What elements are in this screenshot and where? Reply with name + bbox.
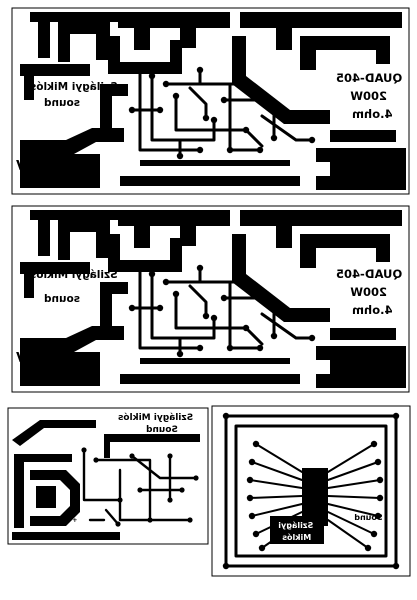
board-a-ground-mark: ⊥ [84,174,93,185]
board-a-trace-top-bus [118,12,230,50]
board-c-pad-block [36,486,56,508]
board-b-trace-left-pad [100,282,128,328]
board-d-credit-line2: Miklós [282,532,311,542]
board-b-model-line1: QUAD-405 [336,267,402,281]
board-c-trace-bottom [12,532,120,540]
board-a-trace-finger-1 [58,22,110,62]
board-b: Szilágyi Miklós sound QUAD-405 200W 4.oh… [11,205,410,393]
board-b-credit-line1: Szilágyi Miklós [30,269,118,281]
board-a-signal-traces [130,68,314,158]
board-a-rail-neg: -60V [346,175,378,189]
board-a-rail-pos: +60V [16,159,55,174]
board-a-component-pads [128,66,316,160]
board-d: Szilágyi Miklós Sound [211,405,411,577]
board-b-net-mark: 8E [334,379,342,386]
board-d-fanout-traces [249,443,381,549]
board-a-model-line3: 4.ohm [352,107,392,121]
board-b-outline [11,205,410,393]
board-b-trace-top-bus [118,210,230,248]
board-a: Szilágyi Miklós sound QUAD-405 200W 4.oh… [11,7,410,195]
board-d-component-pads [222,412,400,570]
board-b-trace-finger-1 [58,220,110,260]
board-c-trace-upper [104,434,200,458]
board-b-trace-top-right [240,210,402,248]
board-c-signal-traces [82,448,198,526]
board-b-model-line3: 4.ohm [352,303,392,317]
board-b-trace-bottom-2 [140,358,290,364]
board-a-trace-left-pad [100,84,128,130]
board-a-plane-pos [20,128,124,188]
board-c-trace-top [12,420,96,446]
board-b-component-pads [128,264,316,358]
board-b-credit-line2: sound [44,293,80,305]
board-b-model-line2: 200W [350,285,387,299]
board-c: Szilágyi Miklós Sound ⊥ + 8E [7,407,209,545]
board-a-trace-right-finger [300,36,390,70]
board-a-credit-line1: Szilágyi Miklós [30,81,118,93]
board-c-trace-left [14,454,72,528]
board-a-trace-diagonal [232,36,330,124]
board-a-trace-left-rail [20,64,90,100]
board-b-plane-neg [316,346,406,388]
board-a-model-line1: QUAD-405 [336,71,402,85]
board-b-trace-neg-tap [330,328,396,340]
board-a-trace-neg-tap [330,130,396,142]
board-c-net-mark: + 8E [62,517,77,524]
board-c-ground-mark: ⊥ [20,432,29,443]
board-b-plane-pos [20,326,124,386]
board-a-trace-bottom-bus [120,176,300,186]
board-b-trace-right-finger [300,234,390,268]
board-b-trace-bottom-bus [120,374,300,384]
board-a-model-line2: 200W [350,89,387,103]
board-c-credit-line2: Sound [146,425,178,435]
board-a-credit-line2: sound [44,97,80,109]
board-a-trace-finger-2 [108,36,182,74]
board-d-tag: Sound [354,513,383,522]
board-c-component-pads [81,447,199,527]
board-c-plane-c [30,470,80,526]
board-b-trace-left-rail [20,262,90,298]
board-a-plane-neg [316,148,406,190]
board-b-rail-pos: +60V [16,351,55,366]
board-a-trace-bottom-2 [140,160,290,166]
board-b-trace-diagonal [232,234,330,322]
board-b-trace-finger-2 [108,234,182,272]
board-d-outline [211,405,411,577]
board-d-label-field [270,516,324,544]
board-a-net-mark: 8E [334,183,342,190]
board-a-outline [11,7,410,195]
board-a-trace-top-left [30,12,120,58]
board-a-trace-top-right [240,12,402,50]
board-c-outline [7,407,209,545]
board-d-credit-line1: Szilágyi [278,521,313,530]
board-c-credit-line1: Szilágyi Miklós [118,412,193,423]
board-b-signal-traces [130,266,314,356]
board-b-trace-top-left [30,210,120,256]
board-b-rail-neg: -60V [346,371,378,385]
